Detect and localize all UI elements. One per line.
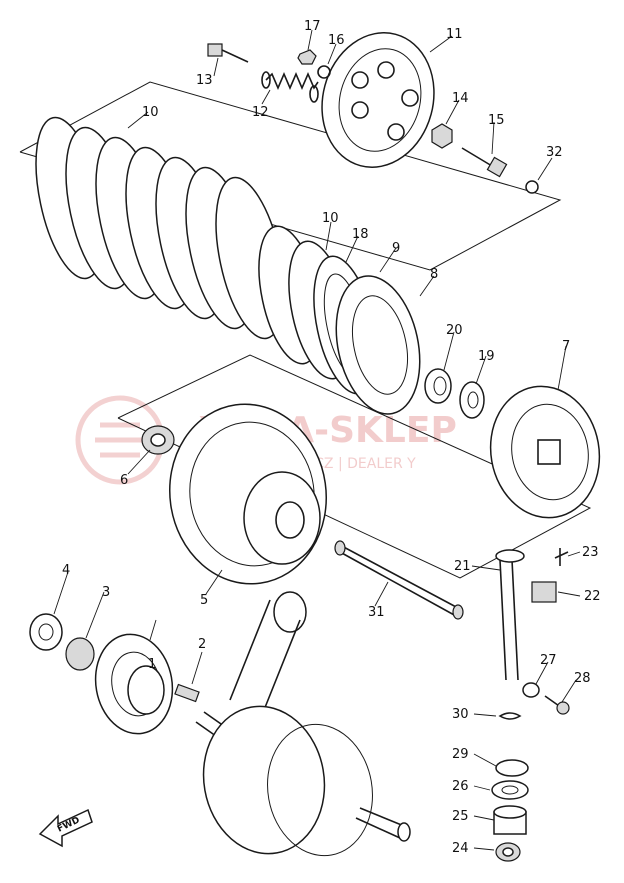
callout-14: 14 <box>452 91 469 106</box>
callout-29: 29 <box>452 747 469 762</box>
watermark-tagline: ICZ | DEALER Y <box>310 456 416 472</box>
pressure-plate-11 <box>321 32 435 168</box>
callout-24: 24 <box>452 841 469 856</box>
callout-12: 12 <box>252 105 269 120</box>
callout-1: 1 <box>148 657 156 672</box>
clutch-spring-12 <box>261 71 319 103</box>
callout-25: 25 <box>452 809 469 824</box>
callout-7: 7 <box>562 339 570 354</box>
seal-24 <box>495 842 521 862</box>
callout-13: 13 <box>196 73 213 88</box>
bearing-25 <box>493 805 527 835</box>
callout-31: 31 <box>368 605 385 620</box>
frame-clutch-pack <box>19 81 562 271</box>
callout-10-top: 10 <box>142 105 159 120</box>
callout-22: 22 <box>584 589 601 604</box>
nut-17 <box>297 49 317 65</box>
callout-18: 18 <box>352 227 369 242</box>
clutch-plate-stack <box>35 116 377 395</box>
lock-washer-19 <box>459 381 485 419</box>
key-2 <box>174 683 200 703</box>
lock-washer-3 <box>65 637 95 671</box>
leader-lines <box>53 29 581 851</box>
callout-2: 2 <box>198 637 206 652</box>
push-rod-31 <box>334 540 464 620</box>
callout-19: 19 <box>478 349 495 364</box>
screw-23 <box>554 548 569 566</box>
ball-32 <box>525 180 539 194</box>
washer-29 <box>495 759 529 777</box>
callout-26: 26 <box>452 779 469 794</box>
nut-4 <box>29 613 63 651</box>
nut-20 <box>424 368 452 404</box>
spring-30 <box>498 712 522 720</box>
primary-driven-gear-7 <box>489 385 601 519</box>
frame-primary-driven <box>117 354 592 579</box>
callout-30: 30 <box>452 707 469 722</box>
primary-drive-gear-1 <box>94 633 174 735</box>
callout-17: 17 <box>304 19 321 34</box>
washer-16 <box>317 65 331 79</box>
washer-27 <box>522 682 540 698</box>
forward-arrow-icon: FWD <box>38 808 93 848</box>
nut-14 <box>431 123 453 149</box>
thrust-plate-6 <box>141 425 175 455</box>
callout-3: 3 <box>102 585 110 600</box>
clutch-housing-5 <box>169 403 327 585</box>
crankshaft <box>195 591 411 857</box>
callout-11: 11 <box>446 27 463 42</box>
callout-32: 32 <box>546 145 563 160</box>
callout-8: 8 <box>430 267 438 282</box>
callout-27: 27 <box>540 653 557 668</box>
callout-16: 16 <box>328 33 345 48</box>
bearing-26 <box>491 780 529 800</box>
push-rod-15 <box>461 147 508 178</box>
callout-20: 20 <box>446 323 463 338</box>
bolt-13 <box>207 43 249 63</box>
callout-28: 28 <box>574 671 591 686</box>
screw-28 <box>544 695 570 715</box>
callout-4: 4 <box>62 563 70 578</box>
callout-21: 21 <box>454 559 471 574</box>
callout-6: 6 <box>120 473 128 488</box>
clutch-boss-8 <box>335 275 421 415</box>
callout-10-lower: 10 <box>322 211 339 226</box>
callout-labels: 1 2 3 4 5 6 7 8 9 10 10 11 12 13 14 15 1… <box>62 19 601 856</box>
callout-23: 23 <box>582 545 599 560</box>
lever-22 <box>531 581 557 603</box>
callout-5: 5 <box>200 593 208 608</box>
push-lever-shaft-21 <box>495 549 525 681</box>
callout-9: 9 <box>392 241 400 256</box>
callout-15: 15 <box>488 113 505 128</box>
